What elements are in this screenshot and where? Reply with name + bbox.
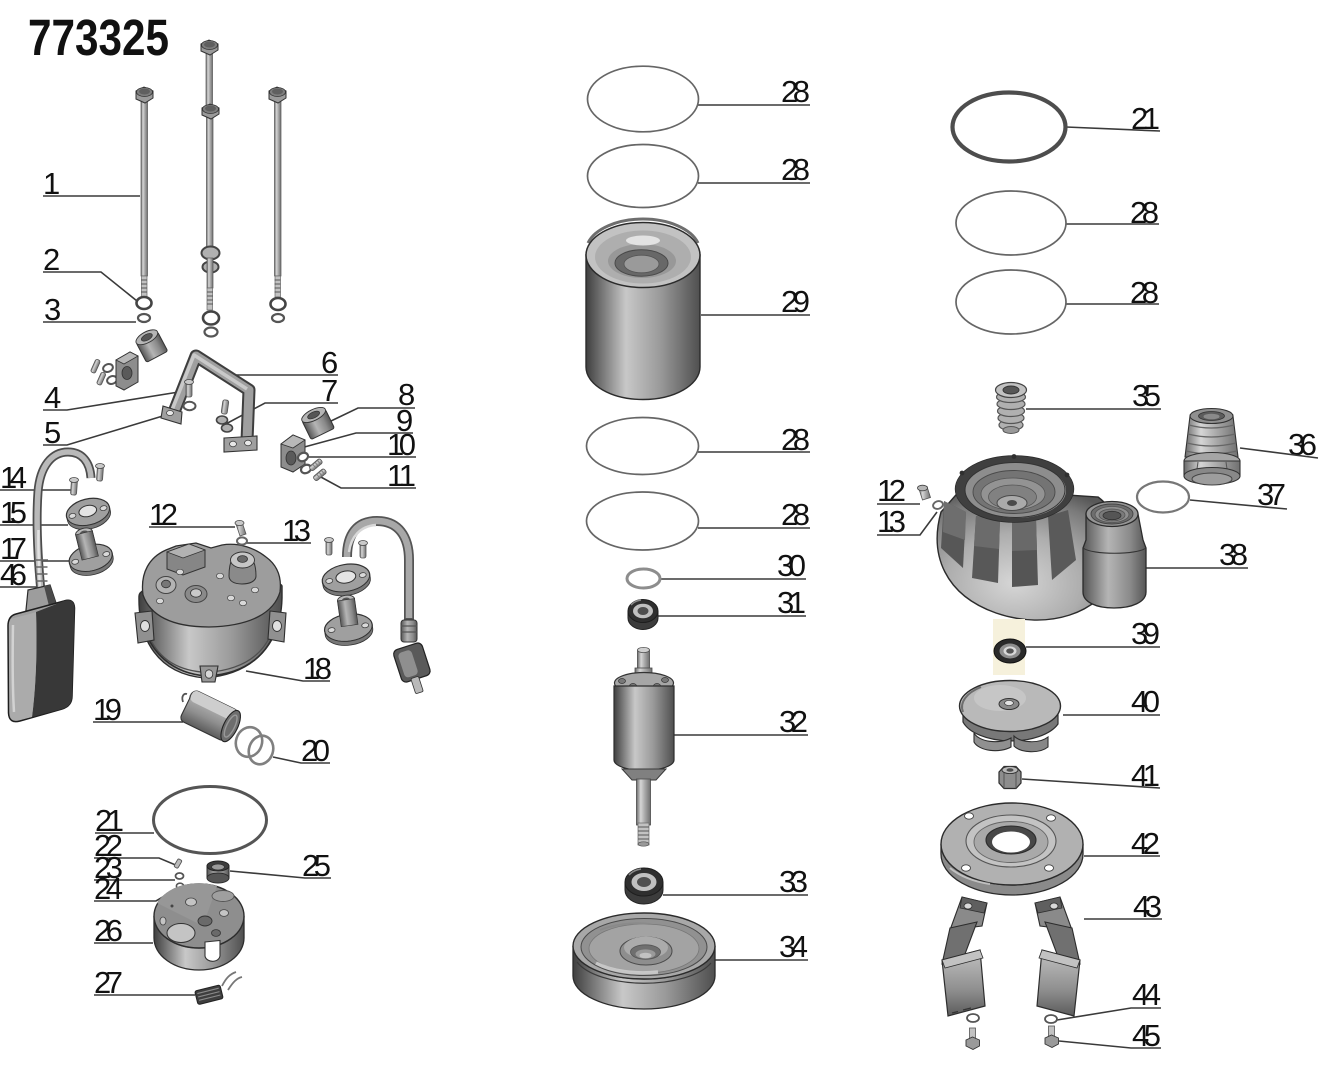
svg-text:30: 30 [777, 548, 806, 583]
svg-text:26: 26 [94, 913, 123, 948]
svg-text:22: 22 [94, 828, 123, 863]
svg-text:12: 12 [877, 473, 906, 508]
svg-text:10: 10 [387, 427, 416, 462]
svg-text:4: 4 [44, 380, 61, 415]
svg-text:8: 8 [398, 377, 415, 412]
svg-text:17: 17 [0, 531, 27, 566]
svg-text:7: 7 [321, 373, 338, 408]
svg-text:32: 32 [779, 704, 808, 739]
svg-text:2: 2 [43, 242, 60, 277]
svg-text:38: 38 [1219, 537, 1248, 572]
svg-text:3: 3 [44, 292, 61, 327]
svg-text:31: 31 [777, 585, 806, 620]
svg-text:18: 18 [303, 651, 332, 686]
svg-text:20: 20 [301, 733, 330, 768]
svg-text:28: 28 [781, 422, 810, 457]
svg-text:12: 12 [149, 497, 178, 532]
svg-text:28: 28 [781, 497, 810, 532]
svg-text:773325: 773325 [28, 9, 169, 66]
svg-text:1: 1 [43, 166, 60, 201]
svg-text:40: 40 [1131, 684, 1160, 719]
svg-text:11: 11 [387, 458, 416, 493]
svg-text:19: 19 [93, 692, 122, 727]
svg-text:39: 39 [1131, 616, 1160, 651]
svg-text:35: 35 [1132, 378, 1161, 413]
svg-text:5: 5 [44, 415, 61, 450]
svg-text:28: 28 [781, 74, 810, 109]
svg-text:14: 14 [0, 460, 27, 495]
svg-text:46: 46 [0, 557, 27, 592]
svg-text:45: 45 [1132, 1018, 1161, 1053]
svg-text:21: 21 [95, 803, 124, 838]
svg-text:44: 44 [1132, 977, 1161, 1012]
svg-text:13: 13 [282, 513, 311, 548]
svg-text:23: 23 [94, 850, 123, 885]
svg-text:27: 27 [94, 965, 123, 1000]
svg-text:15: 15 [0, 495, 27, 530]
svg-text:6: 6 [321, 345, 338, 380]
svg-text:9: 9 [396, 403, 413, 438]
svg-text:43: 43 [1133, 889, 1162, 924]
svg-text:28: 28 [781, 152, 810, 187]
svg-text:33: 33 [779, 864, 808, 899]
svg-text:42: 42 [1131, 826, 1160, 861]
svg-text:24: 24 [94, 871, 123, 906]
svg-text:34: 34 [779, 929, 808, 964]
svg-text:25: 25 [302, 848, 331, 883]
svg-text:13: 13 [877, 504, 906, 539]
svg-text:29: 29 [781, 284, 810, 319]
